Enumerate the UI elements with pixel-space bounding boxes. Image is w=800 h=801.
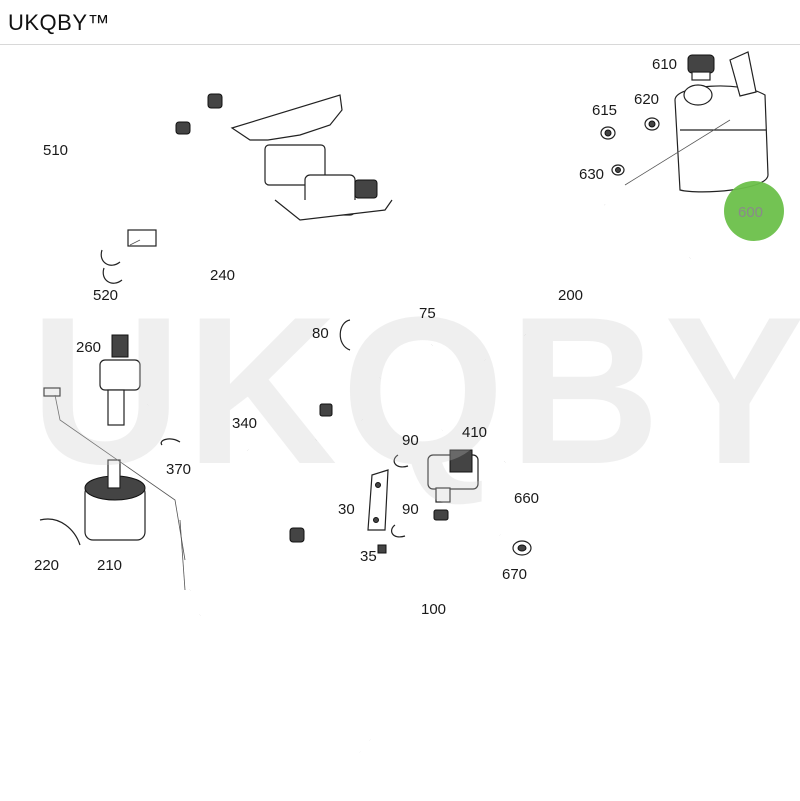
leader-lines — [54, 239, 186, 561]
callout-510: 510 — [43, 142, 69, 159]
callout-90-upper: 90 — [402, 432, 419, 449]
clip-220 — [39, 518, 81, 546]
hose-510 — [43, 92, 223, 397]
callout-630: 630 — [579, 166, 605, 183]
screw-35 — [377, 544, 387, 554]
callout-340: 340 — [232, 415, 258, 432]
callout-600: 600 — [738, 204, 764, 221]
callout-410: 410 — [462, 424, 488, 441]
clip-80 — [339, 319, 351, 351]
pump-210 — [84, 459, 146, 541]
brand-title: UKQBY™ — [8, 10, 111, 35]
callout-610: 610 — [652, 56, 678, 73]
hose-340 — [147, 398, 321, 544]
clip-90-lower — [391, 524, 406, 538]
callout-200: 200 — [558, 287, 584, 304]
clip-90-upper — [393, 454, 409, 468]
callout-90-lower: 90 — [402, 501, 419, 518]
bracket-30 — [367, 469, 389, 531]
hose-75 — [351, 307, 450, 431]
callout-240: 240 — [210, 267, 236, 284]
callout-30: 30 — [338, 501, 355, 518]
bracket-assembly — [230, 94, 393, 221]
expansion-tank-600 — [624, 51, 769, 193]
pipe-bundle-lower — [179, 519, 371, 755]
seal-615 — [600, 126, 616, 140]
callout-75: 75 — [419, 305, 436, 322]
clip-520 — [100, 249, 123, 284]
callout-370: 370 — [166, 461, 192, 478]
callout-670: 670 — [502, 566, 528, 583]
callout-615: 615 — [592, 102, 618, 119]
callout-80: 80 — [312, 325, 329, 342]
callout-210: 210 — [97, 557, 123, 574]
callout-620: 620 — [634, 91, 660, 108]
cap-610 — [687, 54, 715, 81]
highlight-marker-600 — [724, 181, 784, 241]
hose-100 — [339, 509, 449, 681]
valve-260 — [99, 334, 141, 426]
callout-220: 220 — [34, 557, 60, 574]
callout-100: 100 — [421, 601, 447, 618]
seal-620 — [644, 117, 660, 131]
callout-35: 35 — [360, 548, 377, 565]
pump-410 — [427, 449, 479, 503]
clip-370 — [160, 438, 181, 446]
seal-630 — [611, 164, 625, 176]
hose-660 — [492, 459, 510, 536]
hose-200 — [481, 201, 717, 510]
callout-260: 260 — [76, 339, 102, 356]
clip-670 — [512, 540, 532, 556]
hose-upper-center — [129, 121, 191, 242]
callout-660: 660 — [514, 490, 540, 507]
diagram-frame — [0, 44, 800, 801]
pipe-240 — [127, 229, 333, 417]
callout-520: 520 — [93, 287, 119, 304]
